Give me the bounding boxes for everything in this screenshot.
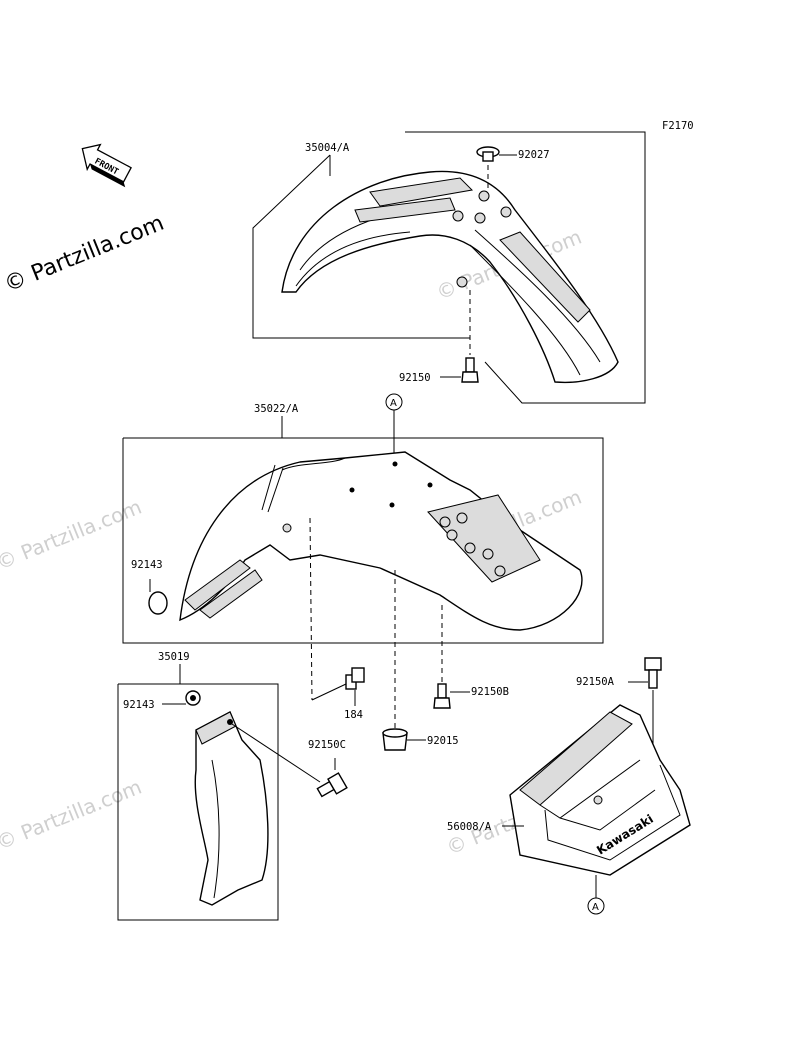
- callout-92015: 92015: [427, 735, 459, 747]
- callout-56008: 56008/A: [447, 821, 492, 833]
- front-fender-frame-right: [405, 131, 646, 404]
- rear-fender-group: 35022/A A 92143: [122, 393, 604, 751]
- mud-flap-35019[interactable]: [194, 711, 269, 906]
- ref-marker-a-bottom: A: [587, 897, 605, 915]
- svg-text:A: A: [390, 398, 397, 409]
- grommet-92143-flap[interactable]: [185, 690, 201, 706]
- front-arrow-icon: FRONT: [81, 143, 132, 188]
- callout-92150A: 92150A: [576, 676, 615, 688]
- callout-92143-flap: 92143: [123, 699, 155, 711]
- front-fender-35004[interactable]: [281, 170, 619, 384]
- callout-184: 184: [344, 709, 363, 721]
- callout-35004: 35004/A: [305, 142, 350, 154]
- callout-92150: 92150: [399, 372, 431, 384]
- bolt-92150A[interactable]: [644, 657, 662, 689]
- rear-fender-35022[interactable]: [179, 451, 583, 631]
- nut-92015[interactable]: [382, 728, 408, 751]
- front-fender-frame: [252, 154, 470, 339]
- svg-text:A: A: [592, 902, 599, 913]
- bolt-92150C[interactable]: [316, 772, 348, 801]
- callout-92150C: 92150C: [308, 739, 346, 751]
- callout-92143-left: 92143: [131, 559, 163, 571]
- tool-case-56008[interactable]: [509, 704, 691, 876]
- watermark-main: © Partzilla.com: [1, 211, 168, 298]
- callout-92150B: 92150B: [471, 686, 509, 698]
- ref-marker-a-top: A: [385, 393, 403, 411]
- bolt-92150[interactable]: [461, 357, 479, 383]
- callout-92027: 92027: [518, 149, 550, 161]
- tool-case-group: 92150A Kawasaki 56008/A A: [447, 657, 691, 915]
- grommet-92027[interactable]: [476, 146, 500, 162]
- mud-flap-group: 35019 92143 92150C: [117, 651, 348, 921]
- callout-35022: 35022/A: [254, 403, 299, 415]
- callout-35019: 35019: [158, 651, 190, 663]
- bolt-92150B[interactable]: [433, 683, 451, 709]
- collar-184[interactable]: [345, 667, 365, 690]
- front-fender-group: 92027 35004/A 92150: [252, 131, 646, 404]
- watermark-faint-4: © Partzilla.com: [0, 775, 145, 855]
- rear-fender-frame: [122, 437, 604, 644]
- grommet-92143-left[interactable]: [148, 591, 168, 615]
- diagram-code: F2170: [662, 120, 694, 132]
